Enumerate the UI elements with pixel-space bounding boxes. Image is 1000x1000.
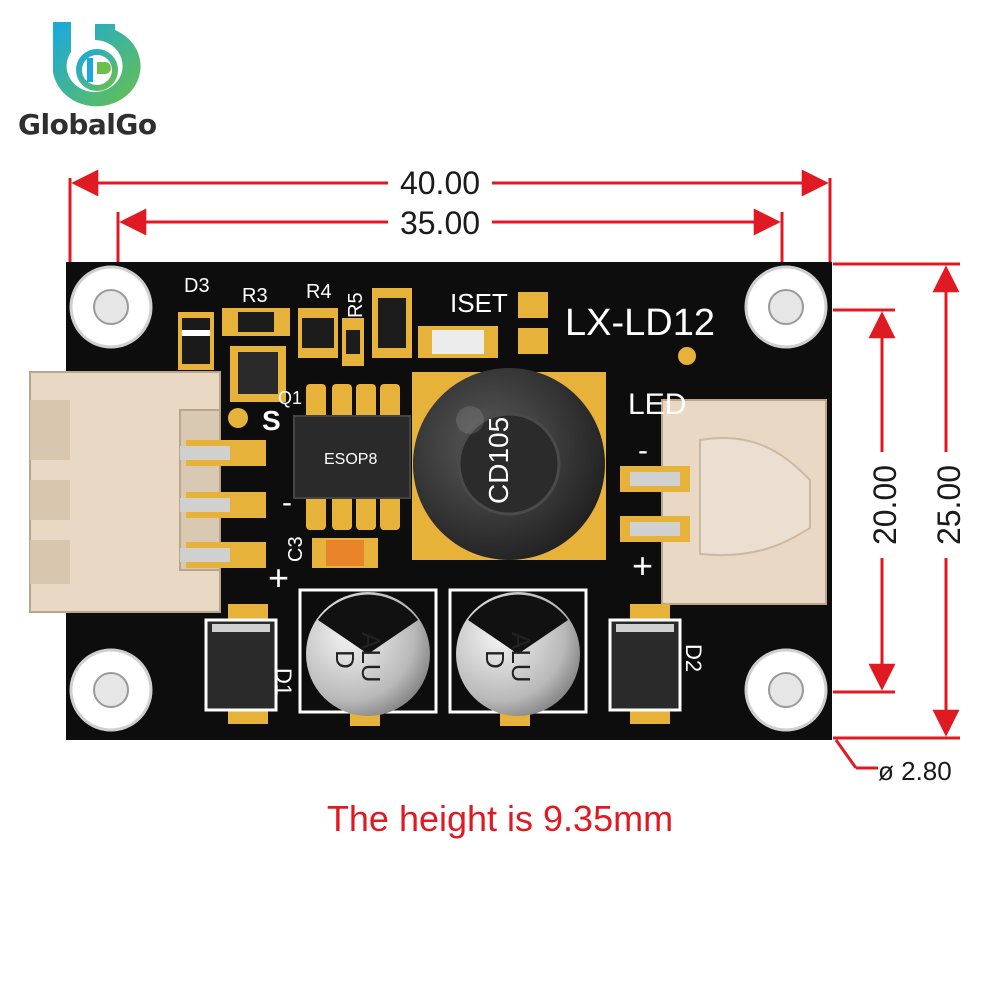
smd-components bbox=[178, 288, 696, 568]
label-inductor: CD105 bbox=[483, 417, 514, 504]
silkscreen: LX-LD12 D3 R3 R4 R5 ISET Q1 S ESOP8 C3 C… bbox=[184, 275, 715, 696]
dim-width-outer: 40.00 bbox=[400, 165, 480, 201]
label-d2: D2 bbox=[681, 644, 706, 672]
capacitors bbox=[298, 588, 588, 726]
inductor bbox=[412, 368, 606, 560]
height-caption: The height is 9.35mm bbox=[326, 798, 674, 839]
label-r3: R3 bbox=[242, 285, 268, 307]
label-esop: ESOP8 bbox=[324, 451, 377, 468]
dim-hole-diameter: ø 2.80 bbox=[878, 756, 952, 786]
led-connector bbox=[620, 399, 827, 605]
capacitor-markings: ALU D ALU D bbox=[330, 632, 536, 683]
label-s: S bbox=[262, 405, 281, 436]
label-plus-right: + bbox=[632, 545, 653, 586]
label-minus-left: - bbox=[282, 486, 292, 519]
globalgo-logo-icon bbox=[53, 22, 141, 107]
dimension-lines bbox=[68, 169, 960, 770]
brand-name: GlobalGo bbox=[18, 108, 157, 141]
diodes bbox=[204, 604, 682, 724]
label-plus-left: + bbox=[268, 557, 289, 598]
label-r4: R4 bbox=[306, 281, 332, 303]
label-r5: R5 bbox=[345, 292, 367, 318]
cap1-bottom-label: D bbox=[330, 650, 360, 669]
label-minus-right: - bbox=[638, 434, 648, 467]
label-q1: Q1 bbox=[278, 388, 302, 408]
label-led: LED bbox=[628, 388, 686, 421]
model-label: LX-LD12 bbox=[565, 302, 715, 344]
input-connector bbox=[29, 371, 266, 613]
esop8-chip bbox=[293, 384, 411, 530]
cap1-top-label: ALU bbox=[356, 632, 386, 683]
cap2-bottom-label: D bbox=[480, 650, 510, 669]
label-d1: D1 bbox=[271, 668, 296, 696]
dim-height-holes: 20.00 bbox=[867, 465, 903, 545]
label-d3: D3 bbox=[184, 275, 210, 297]
label-iset: ISET bbox=[450, 288, 508, 318]
dim-height-outer: 25.00 bbox=[931, 465, 967, 545]
label-c3: C3 bbox=[285, 536, 307, 562]
cap2-top-label: ALU bbox=[506, 632, 536, 683]
board-drawing: 40.00 35.00 20.00 25.00 ø 2.80 bbox=[29, 165, 967, 786]
dim-width-holes: 35.00 bbox=[400, 205, 480, 241]
mounting-holes bbox=[69, 265, 828, 732]
